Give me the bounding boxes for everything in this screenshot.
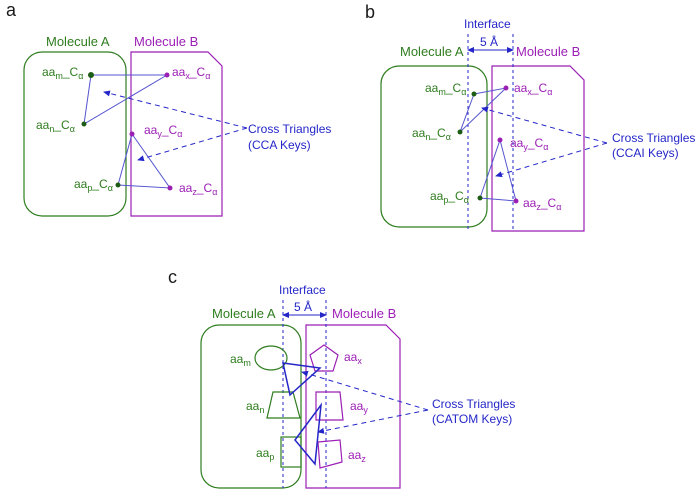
- panel-c-interface-label: Interface: [279, 283, 326, 297]
- panel-a-letter: a: [6, 0, 17, 20]
- panel-c-molecule-a-label: Molecule A: [212, 306, 276, 321]
- panel-c-residue-m: aam: [230, 352, 251, 368]
- panel-b-triangles-label-2: (CCAI Keys): [612, 146, 679, 160]
- panel-a-dot-z: [167, 185, 173, 191]
- panel-b-residue-z: aaz_Cα: [523, 196, 561, 212]
- panel-a-triangles-label-2: (CCA Keys): [248, 138, 311, 152]
- panel-c-residue-n-shape: [266, 391, 301, 419]
- panel-a-triangle-2: [117, 132, 172, 189]
- panel-b-molecule-b-region: [491, 65, 585, 232]
- panel-b-residue-p: aap_Cα: [430, 189, 469, 205]
- panel-c-residue-m-shape: [254, 345, 288, 371]
- panel-c-residue-x: aax: [344, 350, 362, 366]
- panel-a-molecule-a-label: Molecule A: [46, 34, 110, 49]
- panel-a-pointer-2: [137, 127, 248, 162]
- panel-c-residue-n: aan: [246, 399, 264, 415]
- panel-c: c Interface 5 Å Molecule A Molecule B aa…: [168, 267, 515, 489]
- panel-c-residue-y: aay: [350, 399, 368, 415]
- panel-c-triangle-2: [294, 402, 323, 466]
- panel-a-dot-n: [81, 121, 87, 127]
- panel-a-triangle-1: [83, 74, 169, 125]
- panel-b-pointer-1: [481, 106, 608, 144]
- panel-a-molecule-a-region: [23, 51, 127, 217]
- panel-a-dot-m: [88, 72, 94, 78]
- panel-b-residue-n: aan_Cα: [412, 126, 451, 142]
- panel-c-molecule-b-label: Molecule B: [332, 306, 396, 321]
- panel-b-pointer-2: [495, 142, 608, 178]
- panel-a-dot-y: [129, 131, 135, 137]
- panel-b-triangles-label-1: Cross Triangles: [612, 131, 695, 145]
- panel-b-dot-m: [471, 91, 477, 97]
- panel-a: a Molecule A Molecule B aam_Cα aan_Cα aa…: [6, 0, 331, 217]
- panel-c-molecule-a-region: [200, 324, 302, 489]
- panel-a-residue-x: aax_Cα: [172, 65, 210, 81]
- panel-c-molecule-b-region: [305, 324, 401, 489]
- panel-a-residue-y: aay_Cα: [144, 123, 182, 139]
- panel-b-molecule-a-region: [380, 65, 488, 228]
- panel-b-dot-n: [457, 129, 463, 135]
- panel-b-letter: b: [365, 2, 375, 22]
- panel-c-residue-x-shape: [309, 344, 339, 372]
- panel-c-residue-z: aaz: [348, 448, 366, 464]
- panel-c-triangles-label-1: Cross Triangles: [432, 397, 515, 411]
- panel-a-dot-p: [115, 182, 121, 188]
- panel-a-triangles-label-1: Cross Triangles: [248, 122, 331, 136]
- panel-b-residue-m: aam_Cα: [425, 81, 466, 97]
- panel-c-distance-label: 5 Å: [294, 299, 312, 314]
- panel-b: b Interface 5 Å Molecule A Molecule B aa…: [365, 2, 695, 232]
- panel-a-pointer-1: [103, 90, 248, 129]
- panel-a-residue-m: aam_Cα: [42, 65, 83, 81]
- panel-b-residue-x: aax_Cα: [514, 81, 552, 97]
- panel-c-pointer-1: [301, 370, 429, 411]
- panel-b-dot-x: [503, 85, 509, 91]
- panel-b-dot-p: [477, 195, 483, 201]
- panel-a-molecule-b-region: [130, 51, 223, 217]
- panel-a-molecule-b-label: Molecule B: [134, 34, 198, 49]
- panel-b-molecule-b-label: Molecule B: [516, 44, 580, 59]
- panel-b-interface-label: Interface: [464, 17, 511, 31]
- panel-a-dot-x: [164, 72, 170, 78]
- panel-a-residue-n: aan_Cα: [36, 118, 75, 134]
- panel-b-triangle-2: [479, 138, 517, 202]
- panel-b-triangle-1: [459, 87, 508, 133]
- panel-c-pointer-2: [317, 409, 429, 434]
- panel-b-residue-y: aay_Cα: [510, 136, 548, 152]
- panel-c-triangle-1: [282, 362, 322, 397]
- panel-c-residue-p: aap: [256, 446, 274, 462]
- panel-c-letter: c: [168, 267, 177, 287]
- panel-c-residue-p-shape: [280, 436, 302, 468]
- panel-a-residue-p: aap_Cα: [74, 177, 113, 193]
- panel-c-triangles-label-2: (CATOM Keys): [432, 412, 512, 426]
- panel-b-dot-z: [513, 198, 519, 204]
- panel-b-molecule-a-label: Molecule A: [400, 44, 464, 59]
- panel-a-residue-z: aaz_Cα: [179, 181, 217, 197]
- panel-b-dot-y: [497, 137, 503, 143]
- panel-c-residue-z-shape: [317, 439, 343, 469]
- panel-b-distance-label: 5 Å: [480, 34, 498, 49]
